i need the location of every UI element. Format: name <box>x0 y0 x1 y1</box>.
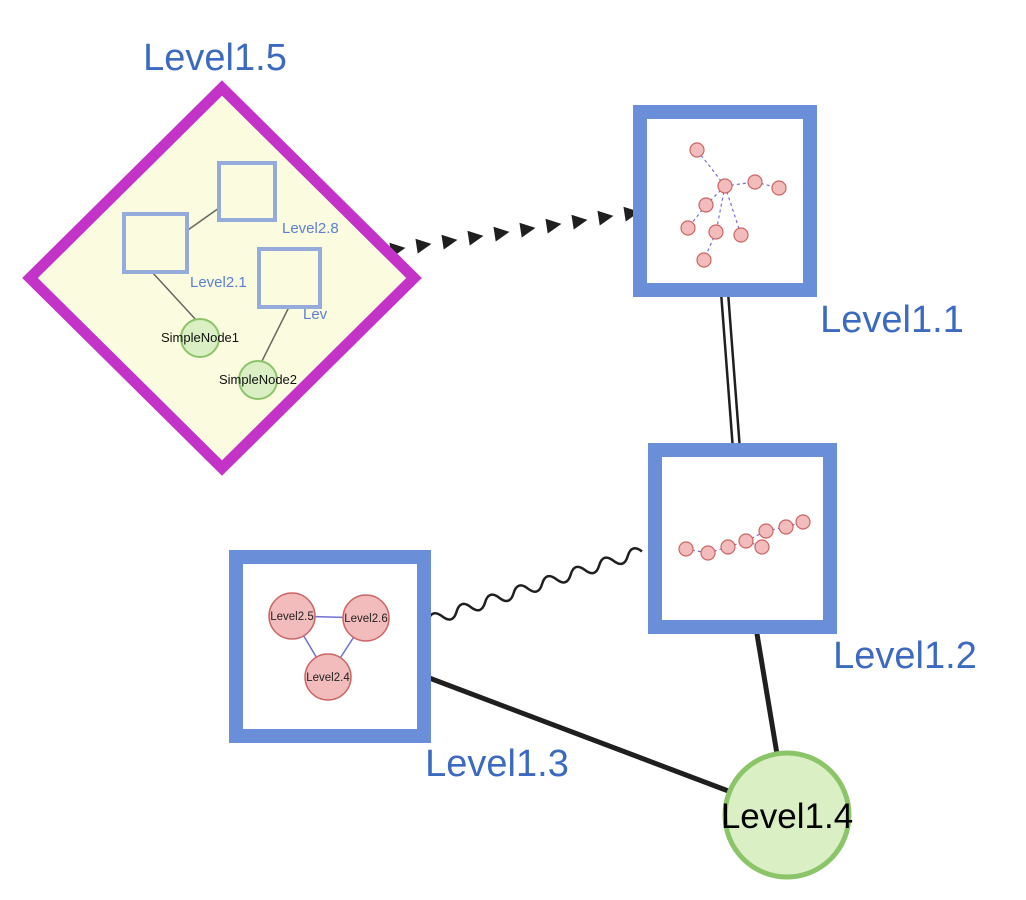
level11-mini-node[interactable] <box>689 142 705 158</box>
node-level2-1-square[interactable] <box>122 212 189 274</box>
level11-mini-edge <box>715 185 726 233</box>
node-level15-diamond[interactable] <box>22 80 422 476</box>
edge-level15-level11-dashed-arrow[interactable] <box>389 206 640 258</box>
label-level2-1: Level2.1 <box>190 274 247 291</box>
level13-mini-node[interactable] <box>342 594 390 642</box>
level12-mini-node[interactable] <box>778 519 794 535</box>
node-level11-group: Level1.1 <box>633 105 964 341</box>
level11-mini-node[interactable] <box>680 220 696 236</box>
inner-edge-square-square <box>187 207 220 231</box>
label-simplenode2: SimpleNode2 <box>219 372 297 387</box>
level12-mini-node[interactable] <box>795 514 811 530</box>
node-level2-8-square[interactable] <box>217 161 277 222</box>
node-level14-circle[interactable] <box>722 750 852 880</box>
label-simplenode1: SimpleNode1 <box>161 330 239 345</box>
label-level12: Level1.2 <box>833 635 977 677</box>
level13-mini-node-label: Level2.6 <box>344 613 387 625</box>
level11-mini-edge <box>696 149 726 187</box>
node-level13-square[interactable] <box>229 550 431 743</box>
edge-level11-level12-double[interactable] <box>719 291 742 451</box>
label-level13: Level1.3 <box>425 743 569 785</box>
level11-mini-node[interactable] <box>771 180 787 196</box>
level11-mini-edge <box>705 185 726 206</box>
level11-mini-node[interactable] <box>696 252 712 268</box>
node-level12-group: Level1.2 <box>648 443 977 677</box>
node-level14-group: Level1.4 <box>721 750 853 880</box>
level12-minigraph <box>678 514 811 561</box>
level12-mini-node[interactable] <box>754 539 770 555</box>
label-level2-8: Level2.8 <box>282 220 339 237</box>
level11-mini-node[interactable] <box>747 174 763 190</box>
level12-mini-node[interactable] <box>720 539 736 555</box>
node-simplenode2[interactable] <box>238 360 278 400</box>
level13-mini-node-label: Level2.5 <box>270 611 313 623</box>
label-level15: Level1.5 <box>143 37 287 79</box>
edge-level13-level12-wavy[interactable] <box>426 546 643 626</box>
label-level2-x: Lev <box>303 306 328 323</box>
inner-edge-square-simplenode2 <box>260 306 290 364</box>
level13-mini-node[interactable] <box>268 592 316 640</box>
level11-mini-node[interactable] <box>708 224 724 240</box>
node-level15-group: Level1.5 Level2.8 Level2.1 Lev SimpleNod… <box>22 37 422 476</box>
node-level2-x-square[interactable] <box>257 247 322 309</box>
level11-mini-node[interactable] <box>698 197 714 213</box>
edge-level13-level14[interactable] <box>423 673 732 795</box>
level12-mini-node[interactable] <box>678 541 694 557</box>
level13-mini-node-label: Level2.4 <box>306 672 350 684</box>
level12-mini-node[interactable] <box>700 545 716 561</box>
level11-minigraph <box>680 142 787 268</box>
edge-level12-level14[interactable] <box>753 627 780 755</box>
level12-mini-node[interactable] <box>758 523 774 539</box>
label-level14: Level1.4 <box>721 797 853 836</box>
level13-mini-node[interactable] <box>304 653 352 701</box>
level11-mini-node[interactable] <box>733 227 749 243</box>
level11-mini-edge <box>724 185 742 236</box>
inner-edge-square-simplenode1 <box>151 271 198 322</box>
level12-mini-node[interactable] <box>738 533 754 549</box>
label-level11: Level1.1 <box>820 299 964 341</box>
node-simplenode1[interactable] <box>180 318 220 358</box>
level11-mini-node[interactable] <box>717 178 733 194</box>
node-level11-square[interactable] <box>633 105 817 297</box>
